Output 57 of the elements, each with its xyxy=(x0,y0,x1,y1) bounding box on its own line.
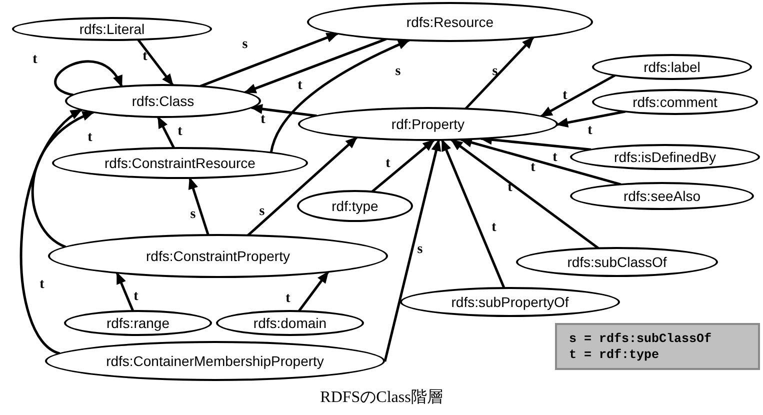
edge-label: t xyxy=(40,278,44,292)
arrow xyxy=(156,116,176,149)
arrow xyxy=(116,272,134,312)
edge-label: s xyxy=(242,38,248,52)
class-ellipse: rdfs:Resource xyxy=(307,2,593,42)
arrow xyxy=(250,104,317,118)
edge-label: t xyxy=(298,79,302,93)
edge-label: t xyxy=(386,157,390,171)
class-ellipse: rdfs:range xyxy=(64,310,212,336)
edge-label: s xyxy=(395,65,401,79)
arrow xyxy=(188,177,210,236)
edge-label: s xyxy=(259,205,265,219)
arrow xyxy=(464,36,534,110)
edge-label: s xyxy=(492,65,498,79)
class-ellipse: rdf:Property xyxy=(298,107,558,141)
arrow xyxy=(32,111,94,248)
edge-label: t xyxy=(32,53,38,67)
arrow xyxy=(54,60,123,96)
arrow xyxy=(270,39,410,153)
class-ellipse: rdfs:ConstraintProperty xyxy=(48,234,388,278)
arrow xyxy=(440,138,506,288)
class-ellipse: rdf:type xyxy=(297,190,413,222)
edge-label: s xyxy=(417,243,423,257)
edge-label: t xyxy=(142,50,148,64)
edge-label: t xyxy=(286,292,290,306)
arrow xyxy=(298,271,330,312)
class-ellipse: rdfs:label xyxy=(592,54,752,80)
class-ellipse: rdfs:ConstraintResource xyxy=(52,147,308,179)
arrow xyxy=(137,38,174,86)
arrow xyxy=(371,139,435,193)
class-ellipse: rdfs:comment xyxy=(592,89,758,115)
class-ellipse: rdfs:subPropertyOf xyxy=(400,287,620,317)
edge-label: s xyxy=(190,208,196,222)
class-ellipse: rdfs:Class xyxy=(65,84,261,118)
class-ellipse: rdfs:ContainerMembershipProperty xyxy=(45,341,385,381)
class-ellipse: rdfs:subClassOf xyxy=(516,247,718,277)
arrow xyxy=(450,138,600,250)
edge-label: t xyxy=(260,113,266,127)
class-ellipse: rdfs:domain xyxy=(216,310,364,336)
edge-label: t xyxy=(562,89,568,103)
edge-label: t xyxy=(178,125,182,139)
note-text: t = rdf:type xyxy=(569,347,660,363)
class-ellipse: rdfs:Literal xyxy=(12,17,212,41)
note-text: s = rdfs:subClassOf xyxy=(569,331,713,347)
class-ellipse: rdfs:seeAlso xyxy=(570,182,754,210)
edge-label: t xyxy=(492,221,496,235)
edge-label: t xyxy=(530,161,536,175)
edge-label: t xyxy=(552,151,558,165)
arrow xyxy=(540,74,616,118)
arrow xyxy=(247,136,358,236)
class-ellipse: rdfs:isDefinedBy xyxy=(570,144,760,170)
caption: RDFSのClass階層 xyxy=(320,389,443,406)
arrow xyxy=(20,108,82,355)
edge-label: t xyxy=(588,124,592,138)
arrow xyxy=(384,138,442,362)
edge-label: t xyxy=(88,131,92,145)
edge-label: t xyxy=(134,290,138,304)
